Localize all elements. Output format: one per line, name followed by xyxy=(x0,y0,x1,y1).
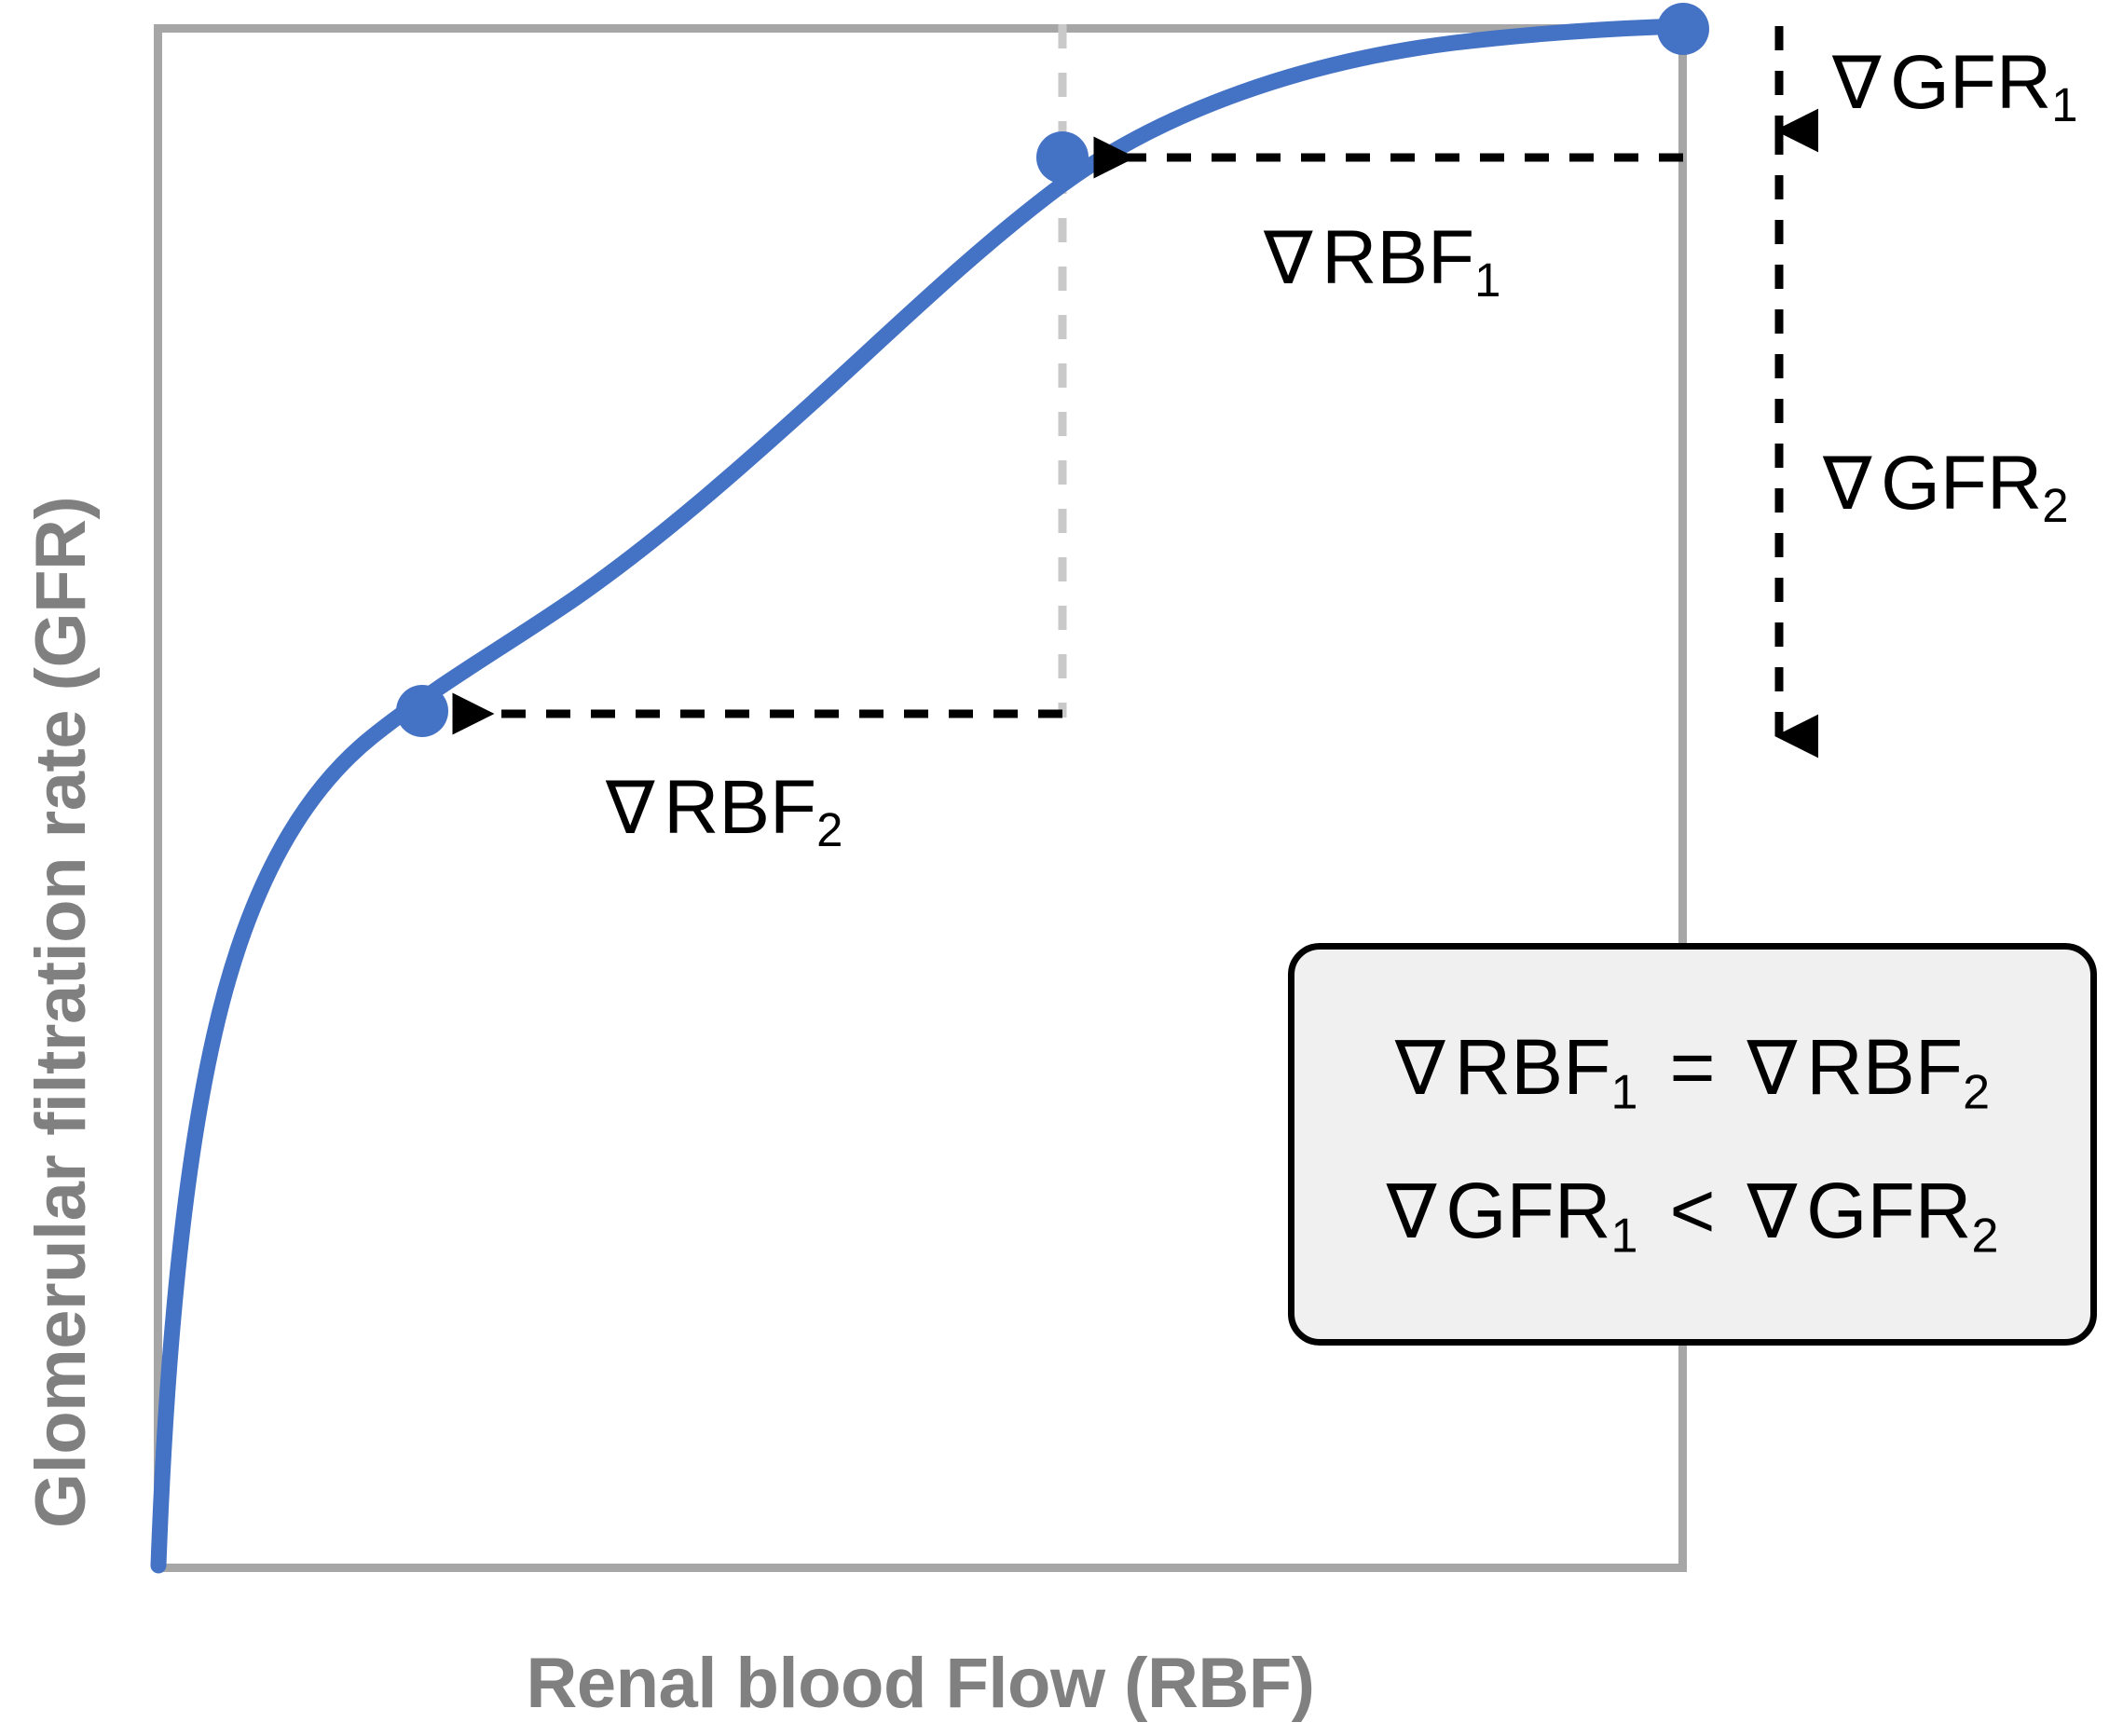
y-axis-title: Glomerular filtration rate (GFR) xyxy=(21,496,101,1528)
legend-rbf1-subscript: 1 xyxy=(1610,1065,1638,1120)
nabla-icon: ∇ xyxy=(1746,1170,1798,1254)
nabla-icon: ∇ xyxy=(1823,443,1872,525)
axis-line-left xyxy=(154,24,162,1572)
relations-legend-box: ∇RBF1 = ∇RBF2 ∇GFR1 < ∇GFR2 xyxy=(1288,943,2097,1346)
rbf1-base: RBF xyxy=(1322,215,1475,300)
rbf2-base: RBF xyxy=(664,765,817,850)
legend-line-rbf-equality: ∇RBF1 = ∇RBF2 xyxy=(1395,1028,1990,1117)
legend-operator-equals: = xyxy=(1669,1023,1716,1112)
rbf2-subscript: 2 xyxy=(816,803,843,857)
legend-rbf2-subscript: 2 xyxy=(1963,1065,1991,1120)
nabla-icon: ∇ xyxy=(1832,42,1882,124)
legend-rbf2-base: RBF xyxy=(1806,1023,1964,1112)
rbf1-label: ∇RBF1 xyxy=(1264,220,1500,305)
legend-gfr1-base: GFR xyxy=(1445,1167,1611,1254)
gfr1-base: GFR xyxy=(1890,40,2052,125)
gfr2-subscript: 2 xyxy=(2042,479,2069,533)
legend-gfr2-base: GFR xyxy=(1806,1167,1972,1254)
legend-gfr2-subscript: 2 xyxy=(1971,1209,1999,1264)
nabla-icon: ∇ xyxy=(1264,217,1313,299)
nabla-icon: ∇ xyxy=(606,767,655,849)
x-axis-title: Renal blood Flow (RBF) xyxy=(526,1644,1315,1723)
axis-line-top xyxy=(154,24,1687,33)
gfr1-label: ∇GFR1 xyxy=(1832,45,2077,130)
legend-operator-less-than: < xyxy=(1669,1167,1716,1254)
gfr2-label: ∇GFR2 xyxy=(1823,445,2068,530)
rbf1-subscript: 1 xyxy=(1474,253,1501,308)
gfr1-subscript: 1 xyxy=(2051,78,2078,132)
legend-line-gfr-inequality: ∇GFR1 < ∇GFR2 xyxy=(1387,1171,1999,1261)
nabla-icon: ∇ xyxy=(1394,1027,1445,1112)
gfr2-base: GFR xyxy=(1881,441,2043,526)
legend-gfr1-subscript: 1 xyxy=(1610,1209,1638,1264)
rbf2-label: ∇RBF2 xyxy=(606,770,842,854)
nabla-icon: ∇ xyxy=(1386,1170,1437,1254)
nabla-icon: ∇ xyxy=(1746,1027,1798,1112)
axis-line-bottom xyxy=(154,1564,1687,1572)
legend-rbf1-base: RBF xyxy=(1454,1023,1611,1112)
